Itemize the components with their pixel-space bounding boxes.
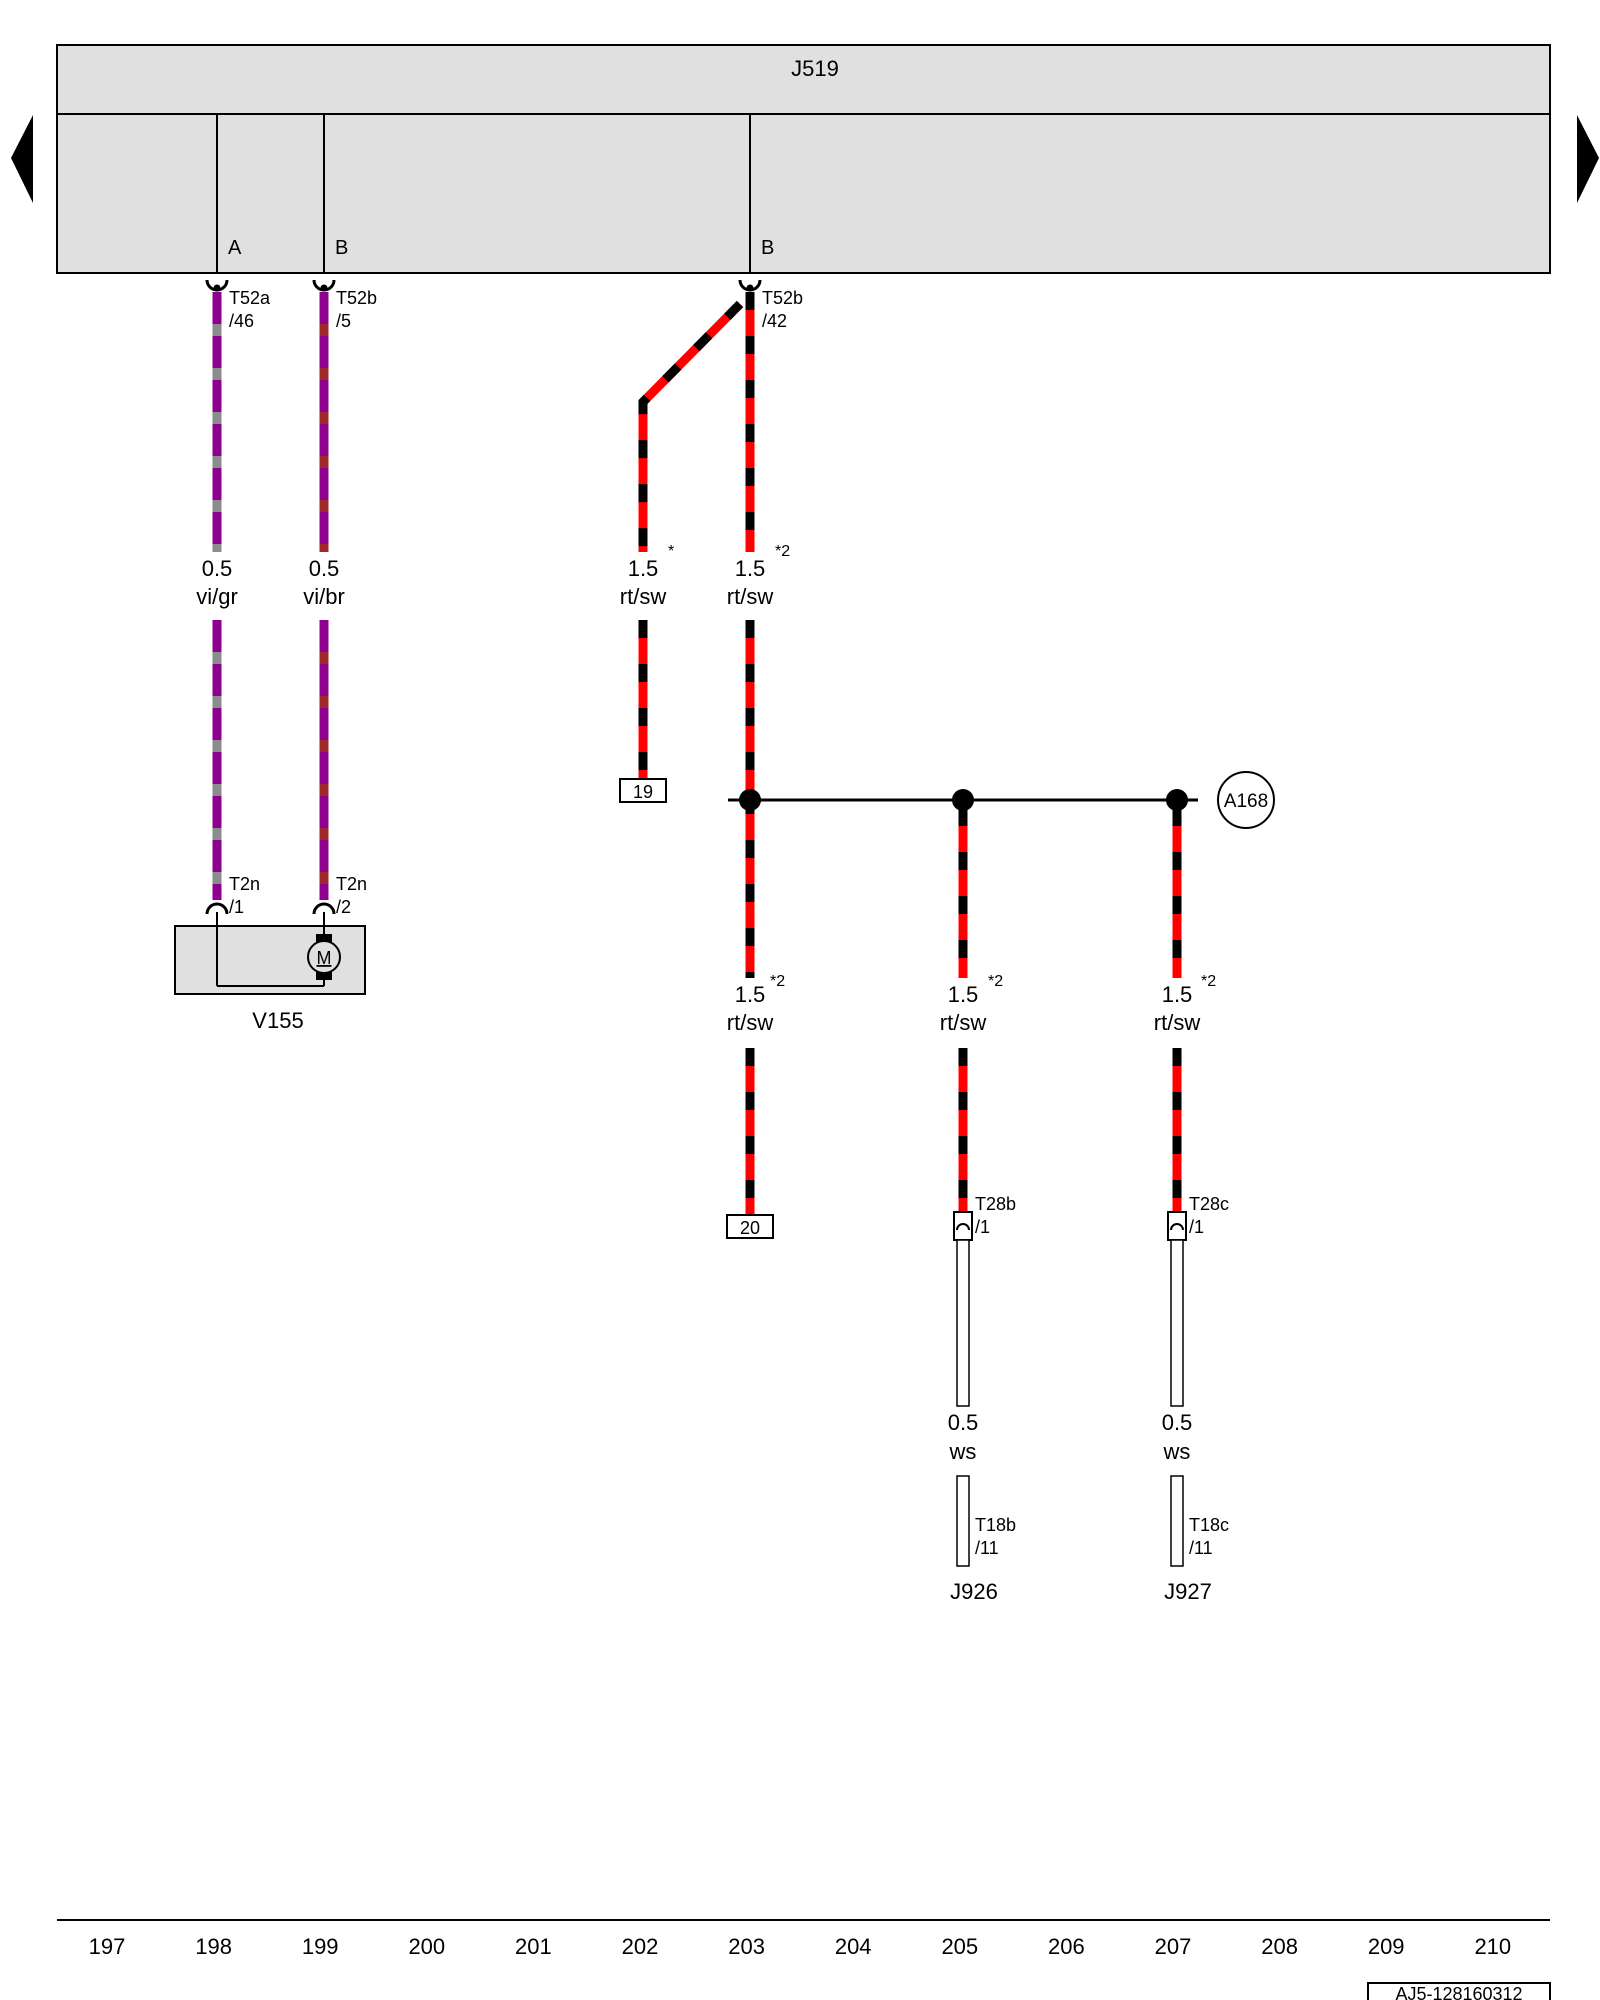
wire-205-size: 1.5	[948, 982, 979, 1007]
connector-arc-t52b-42	[738, 279, 762, 292]
wire-203-note: *2	[775, 543, 790, 560]
wire-203-pin: /42	[762, 311, 787, 331]
wire-207-lower-pin: /11	[1189, 1538, 1213, 1558]
component-j926-label: J926	[950, 1579, 998, 1604]
wire-198-connector: T52a	[229, 288, 271, 308]
wire-203-lower-color: rt/sw	[727, 1010, 774, 1035]
motor-pin1-number: /1	[229, 897, 244, 917]
wire-207-size: 1.5	[1162, 982, 1193, 1007]
wire-205-note: *2	[988, 973, 1003, 990]
wire-207-lower-connector: T18c	[1189, 1515, 1229, 1535]
pin-label-b2: B	[761, 237, 774, 259]
page-reference-19-label: 19	[633, 782, 653, 802]
wire-205-color: rt/sw	[940, 1010, 987, 1035]
component-j927-label: J927	[1164, 1579, 1212, 1604]
track-number: 197	[89, 1934, 126, 1959]
wire-205-lower	[956, 1239, 970, 1567]
track-number: 200	[408, 1934, 445, 1959]
track-number: 201	[515, 1934, 552, 1959]
wire-198-pin: /46	[229, 311, 254, 331]
wire-202-note: *	[668, 543, 674, 560]
wire-207-color: rt/sw	[1154, 1010, 1201, 1035]
wire-205-lower-size: 0.5	[948, 1410, 979, 1435]
track-number: 205	[941, 1934, 978, 1959]
wire-207-lower-color: ws	[1163, 1439, 1191, 1464]
wire-207-connector: T28c	[1189, 1194, 1229, 1214]
wire-198-size: 0.5	[202, 556, 233, 581]
wire-207-lower	[1170, 1239, 1184, 1567]
track-number: 202	[622, 1934, 659, 1959]
wire-203-connector: T52b	[762, 288, 803, 308]
track-number: 204	[835, 1934, 872, 1959]
document-id-box: AJ5-128160312	[1367, 1982, 1551, 2000]
motor-symbol: M	[317, 948, 332, 968]
wire-203-lower-note: *2	[770, 973, 785, 990]
motor-pin2-number: /2	[336, 897, 351, 917]
page-reference-20[interactable]: 20	[726, 1214, 774, 1239]
wire-205-connector: T28b	[975, 1194, 1016, 1214]
wire-202-size: 1.5	[628, 556, 659, 581]
wire-199-size: 0.5	[309, 556, 340, 581]
wire-205-pin: /1	[975, 1217, 990, 1237]
motor-pin1-connector: T2n	[229, 874, 260, 894]
motor-pin2-connector: T2n	[336, 874, 367, 894]
track-number: 199	[302, 1934, 339, 1959]
triangle-left-icon[interactable]	[11, 115, 33, 203]
track-number: 206	[1048, 1934, 1085, 1959]
motor-label: V155	[252, 1008, 303, 1033]
wire-202	[638, 300, 744, 778]
wire-207-lower-size: 0.5	[1162, 1410, 1193, 1435]
wire-205-lower-pin: /11	[975, 1538, 999, 1558]
wire-205-lower-color: ws	[949, 1439, 977, 1464]
page-reference-19[interactable]: 19	[619, 778, 667, 803]
control-unit-label: J519	[791, 56, 839, 81]
wire-207-pin: /1	[1189, 1217, 1204, 1237]
wire-199-connector: T52b	[336, 288, 377, 308]
document-id: AJ5-128160312	[1395, 1984, 1522, 2000]
page-reference-20-label: 20	[740, 1218, 760, 1238]
triangle-right-icon[interactable]	[1577, 115, 1599, 203]
track-number: 210	[1474, 1934, 1511, 1959]
track-number: 198	[195, 1934, 232, 1959]
connector-t28b-1	[953, 1211, 973, 1241]
pin-label-a: A	[228, 237, 242, 259]
wire-202-color: rt/sw	[620, 584, 667, 609]
connector-arc-t52b-5	[312, 279, 336, 292]
track-number: 209	[1368, 1934, 1405, 1959]
wire-198-color: vi/gr	[196, 584, 238, 609]
track-number: 208	[1261, 1934, 1298, 1959]
pin-label-b1: B	[335, 237, 348, 259]
connector-arc-t52a-46	[205, 279, 229, 292]
wire-199-color: vi/br	[303, 584, 345, 609]
wire-207-note: *2	[1201, 973, 1216, 990]
track-number: 203	[728, 1934, 765, 1959]
splice-label: A168	[1224, 791, 1268, 812]
motor-v155: M	[174, 902, 366, 995]
wire-199-pin: /5	[336, 311, 351, 331]
wire-203-color: rt/sw	[727, 584, 774, 609]
track-numbers: 197 198 199 200 201 202 203 204 205 206 207 208 209 2…	[89, 1934, 1512, 1959]
wire-205-lower-connector: T18b	[975, 1515, 1016, 1535]
splice-a168: A168	[728, 771, 1275, 829]
connector-t28c-1	[1167, 1211, 1187, 1241]
wire-203-lower-size: 1.5	[735, 982, 766, 1007]
track-number: 207	[1155, 1934, 1192, 1959]
control-unit-j519: J519 A B B	[56, 44, 1551, 274]
wire-203-size: 1.5	[735, 556, 766, 581]
